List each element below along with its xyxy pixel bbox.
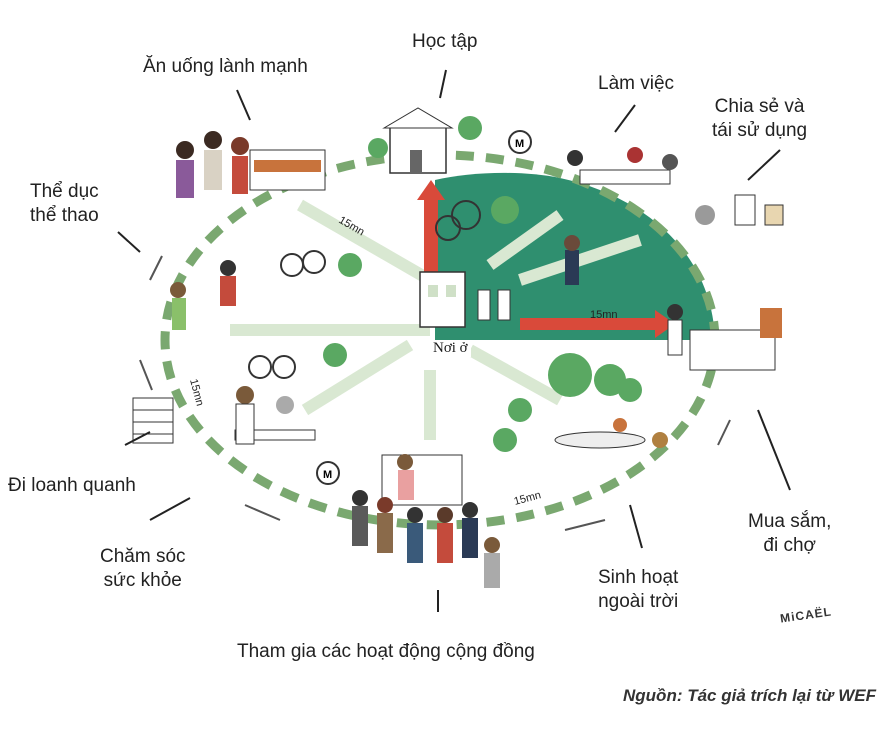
roads [230, 199, 642, 440]
picnic [554, 418, 668, 449]
trees [323, 196, 642, 452]
label-getting-around: Đi loanh quanh [8, 475, 136, 496]
source-caption: Nguồn: Tác giả trích lại từ WEF [623, 686, 876, 705]
people [170, 200, 580, 379]
metro-letter-2: M [323, 469, 332, 481]
school-building [368, 107, 482, 174]
label-community: Tham gia các hoạt động cộng đồng [237, 641, 535, 662]
clinic [132, 386, 316, 445]
distance-tag-3: 15mn [187, 378, 206, 408]
community-crowd [352, 454, 500, 588]
label-learning: Học tập [412, 31, 478, 52]
label-healthy-eating: Ăn uống lành mạnh [143, 56, 308, 77]
distance-tag-4: 15mn [513, 489, 543, 508]
metro-signs [316, 130, 532, 485]
home-building [419, 271, 466, 328]
shop-counter [667, 304, 782, 371]
label-working: Làm việc [598, 73, 675, 94]
metro-letter-1: M [515, 138, 524, 150]
market-stall [176, 131, 326, 198]
recycling-items [695, 194, 784, 226]
leader-lines [117, 69, 791, 612]
distance-tag-2: 15mn [590, 309, 618, 321]
double-arrows [139, 255, 731, 531]
home-label: Nơi ở [430, 340, 471, 357]
office-meeting [567, 147, 678, 185]
label-shopping: Mua sắm,đi chợ [748, 511, 832, 556]
